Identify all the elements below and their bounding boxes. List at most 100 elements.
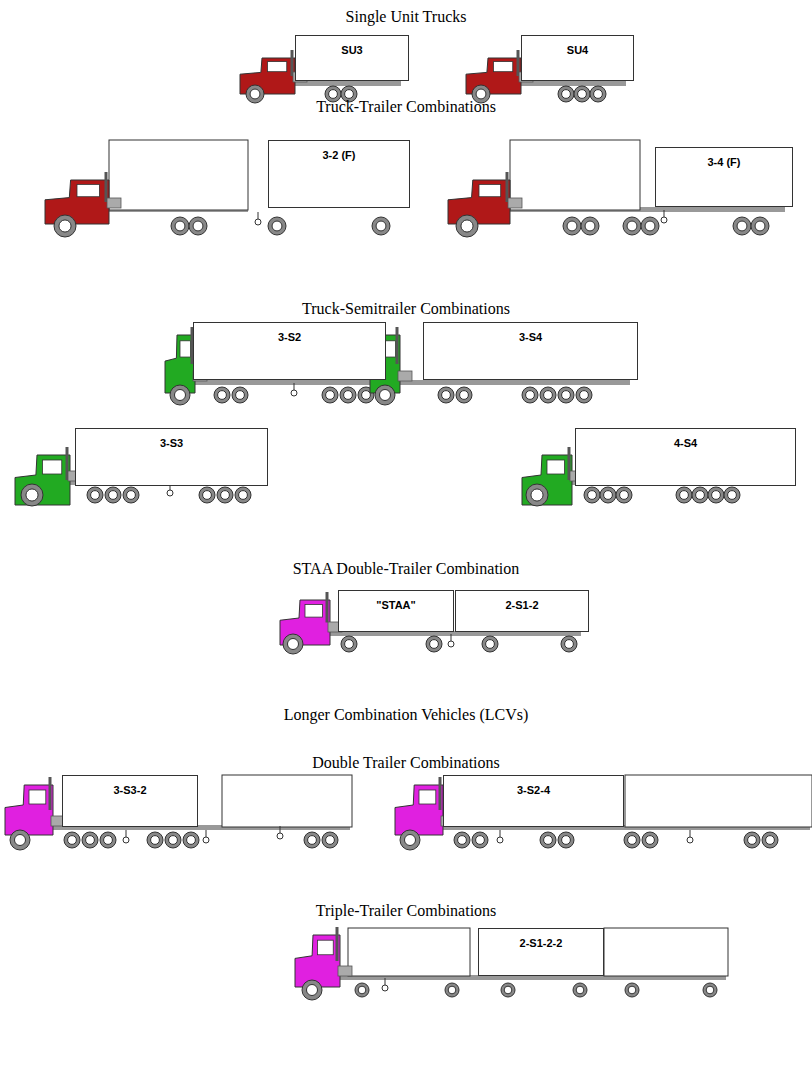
dolly-hitch — [255, 219, 261, 225]
wheel-hub — [628, 986, 636, 994]
wheel-hub — [567, 221, 577, 231]
wheel — [641, 217, 659, 235]
wheel — [322, 832, 338, 848]
wheel-hub — [104, 836, 113, 845]
wheel — [616, 487, 632, 503]
wheel-hub — [236, 391, 245, 400]
wheel-hub — [109, 491, 118, 500]
fuel-tank — [107, 198, 121, 208]
wheel-hub — [326, 836, 335, 845]
wheel — [623, 217, 641, 235]
wheel — [170, 385, 190, 405]
trailer-box: 2-S1-2 — [455, 590, 589, 632]
wheel-hub — [594, 90, 603, 99]
wheel-hub — [405, 835, 416, 846]
wheel-hub — [604, 491, 613, 500]
wheel-hub — [476, 89, 486, 99]
wheel — [600, 487, 616, 503]
wheel-hub — [531, 489, 543, 501]
wheel — [189, 217, 207, 235]
exhaust-stack — [439, 777, 442, 810]
wheel-hub — [706, 986, 714, 994]
dolly-hitch — [294, 383, 295, 390]
section-heading: Triple-Trailer Combinations — [316, 902, 497, 920]
wheel — [214, 387, 230, 403]
wheel — [642, 832, 658, 848]
wheel-hub — [755, 221, 765, 231]
dolly-hitch — [451, 634, 452, 641]
wheel — [445, 983, 459, 997]
wheel-hub — [86, 836, 95, 845]
wheel — [302, 980, 322, 1000]
wheel-hub — [696, 491, 705, 500]
wheel-hub — [362, 391, 371, 400]
wheel — [563, 217, 581, 235]
wheel-hub — [376, 221, 386, 231]
vehicle-code: 2-S1-2 — [456, 591, 588, 611]
wheel-hub — [486, 640, 495, 649]
trailer-box: 3-S3 — [75, 428, 268, 486]
trailer-box: 3-2 (F) — [268, 140, 410, 208]
wheel-hub — [620, 491, 629, 500]
wheel — [426, 636, 442, 652]
wheel — [375, 385, 395, 405]
wheel-hub — [737, 221, 747, 231]
cab-window — [479, 184, 501, 196]
wheel — [232, 387, 248, 403]
wheel-hub — [562, 391, 571, 400]
trailer-box: 3-S2 — [193, 322, 386, 380]
wheel — [171, 217, 189, 235]
trailer-box — [109, 140, 248, 210]
wheel-hub — [151, 836, 160, 845]
wheel — [165, 832, 181, 848]
truck-cab — [295, 935, 340, 987]
wheel — [283, 634, 303, 654]
trailer-box: 3-S3-2 — [62, 775, 198, 827]
dolly-hitch — [126, 830, 127, 837]
wheel-hub — [430, 640, 439, 649]
wheel — [574, 86, 590, 102]
wheel — [64, 832, 80, 848]
wheel — [558, 832, 574, 848]
wheel-hub — [476, 836, 485, 845]
wheel-hub — [442, 391, 451, 400]
cab-window — [305, 605, 323, 618]
wheel-hub — [127, 491, 136, 500]
dolly-hitch — [203, 837, 209, 843]
vehicle-code: 3-4 (F) — [656, 148, 792, 168]
trailer-box — [510, 140, 640, 210]
wheel — [183, 832, 199, 848]
cab-window — [29, 790, 46, 804]
wheel-hub — [562, 836, 571, 845]
wheel — [454, 832, 470, 848]
dolly-hitch — [661, 217, 667, 223]
wheel — [268, 217, 286, 235]
dolly-hitch — [167, 490, 173, 496]
wheel-hub — [588, 491, 597, 500]
vehicle-code: 3-S2 — [194, 323, 385, 343]
wheel-hub — [68, 836, 77, 845]
wheel — [584, 487, 600, 503]
wheel-hub — [221, 491, 230, 500]
wheel-hub — [646, 836, 655, 845]
dolly-hitch — [664, 210, 665, 217]
wheel — [724, 487, 740, 503]
wheel-hub — [307, 985, 318, 996]
wheel-hub — [748, 836, 757, 845]
wheel-hub — [766, 836, 775, 845]
trailer-box — [222, 775, 352, 827]
truck-cab — [395, 785, 443, 835]
dolly-hitch — [500, 830, 501, 837]
wheel — [733, 217, 751, 235]
wheel-hub — [380, 390, 391, 401]
vehicle-code: "STAA" — [339, 591, 453, 611]
wheel-hub — [576, 986, 584, 994]
fuel-tank — [508, 198, 522, 208]
wheel — [123, 487, 139, 503]
wheel — [87, 487, 103, 503]
wheel-hub — [580, 391, 589, 400]
wheel-hub — [288, 639, 299, 650]
vehicle-code: 2-S1-2-2 — [479, 929, 603, 949]
dolly-hitch — [385, 978, 386, 985]
wheel — [438, 387, 454, 403]
